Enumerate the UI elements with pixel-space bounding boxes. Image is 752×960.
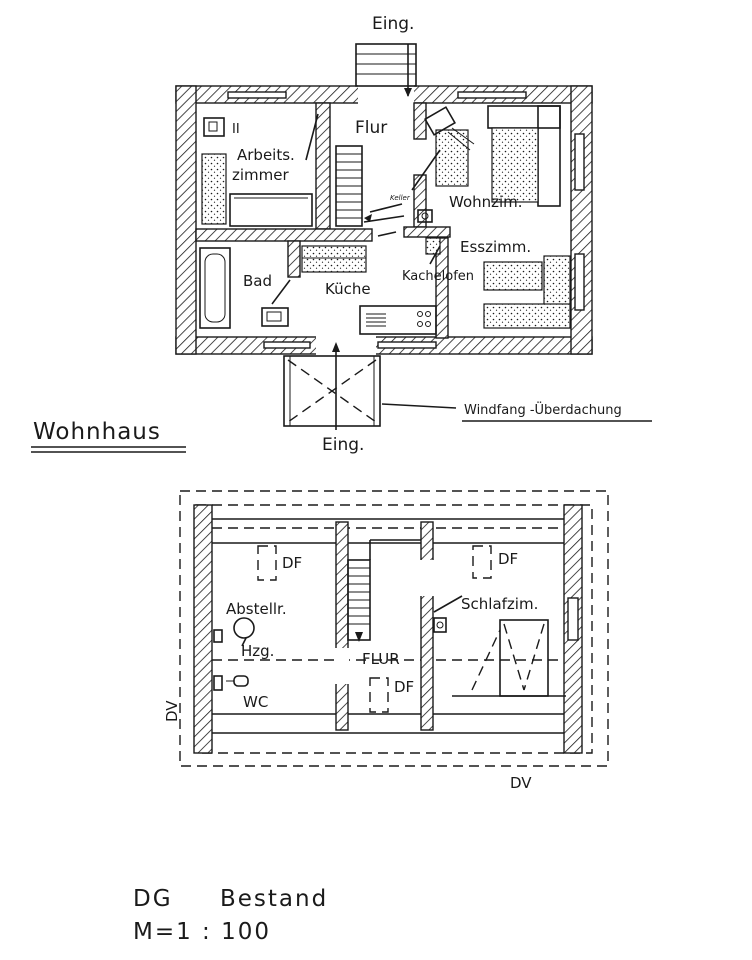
footer-scale-label: M=1 : 100 [133,919,271,945]
dg-staircase [347,539,421,642]
gf-wall-wohn-left [413,102,427,140]
dg-schlafzimmer-label: Schlafzim. [461,595,538,613]
gf-wall-bad-right [287,240,301,278]
gf-armchair [435,129,469,187]
gf-window-5 [263,341,311,349]
gf-arbeits-label-1: Arbeits. [237,146,295,164]
gf-door-bottom [316,336,376,355]
gf-cabinet-inner [208,121,218,132]
attic-floor-plan [179,490,609,767]
gf-table-ess-bottom [483,303,571,329]
gf-kachelofen-block [403,226,451,238]
dg-window-right [567,597,579,641]
dg-door-gap-right [420,560,434,596]
gf-kueche-label: Küche [325,280,371,298]
gf-sofa-side [537,105,561,207]
ground-floor-title: Wohnhaus [33,419,161,445]
gf-wall-left [175,85,197,355]
gf-window-4 [574,253,585,311]
dg-df-right-label: DF [498,550,518,568]
gf-wall-ess-left [435,237,449,339]
gf-windfang-label: Windfang -Überdachung [464,401,622,418]
gf-esszimmer-label: Esszimm. [460,238,531,256]
gf-wall-arbeits-right [315,102,331,230]
dg-abstellraum-label: Abstellr. [226,600,287,618]
gf-shelf-arbeits [201,153,227,225]
dg-wc-label: WC [243,693,268,711]
gf-arbeits-label-2: zimmer [232,166,289,184]
dg-df-center-label: DF [394,678,414,696]
gf-table-ess-top [483,261,543,291]
dg-wall-right-partition [420,521,434,731]
gf-sofa-back [487,105,561,129]
gf-counter-bottom [359,305,437,335]
gf-keller-label: Keller [390,194,411,202]
ground-floor-plan [175,43,593,430]
gf-kachelofen-label: Kachelofen [402,269,474,284]
dg-wall-left [193,504,213,754]
gf-entrance-steps-top [355,43,417,97]
gf-windfang [283,342,457,430]
gf-window-6 [377,341,437,349]
gf-window-2 [457,91,527,99]
gf-cabinet [203,117,225,137]
gf-door-top [358,85,414,104]
gf-desk-arbeits [229,193,313,227]
dg-bed [499,619,549,697]
gf-entrance-top-label: Eing. [372,14,414,34]
gf-window-3 [574,133,585,191]
gf-bad-label: Bad [243,272,272,290]
gf-sofa [491,127,539,203]
gf-kachelofen [425,237,441,255]
gf-sink [261,307,289,327]
gf-bathtub-inner [204,253,226,323]
dg-dv-bottom-label: DV [510,774,532,792]
gf-entrance-bottom-label: Eing. [322,435,364,455]
gf-counter-top [301,245,367,273]
gf-window-1 [227,91,287,99]
gf-lamp-icon [424,106,475,151]
footer-level-label: DG [133,886,173,912]
dg-heater-icon [233,617,255,639]
dg-wall-left-partition [335,521,349,731]
dg-toilet-icon [226,675,249,687]
dg-flur-label: FLUR [362,650,400,668]
dg-door-gap-left [335,648,349,684]
gf-staircase [335,145,363,227]
dg-dv-left-label: DV [163,700,181,722]
gf-flur-label: Flur [355,118,387,138]
gf-oven-small [417,209,433,223]
gf-wall-right [570,85,593,355]
dg-df-left-label: DF [282,554,302,572]
gf-cabinet-mark: II [232,122,240,137]
gf-bathtub [199,247,231,329]
gf-wohnzimmer-label: Wohnzim. [449,193,523,211]
dg-heizung-label: Hzg. [241,642,274,660]
footer-status-label: Bestand [220,886,328,912]
gf-wall-mid-horizontal [195,228,373,242]
